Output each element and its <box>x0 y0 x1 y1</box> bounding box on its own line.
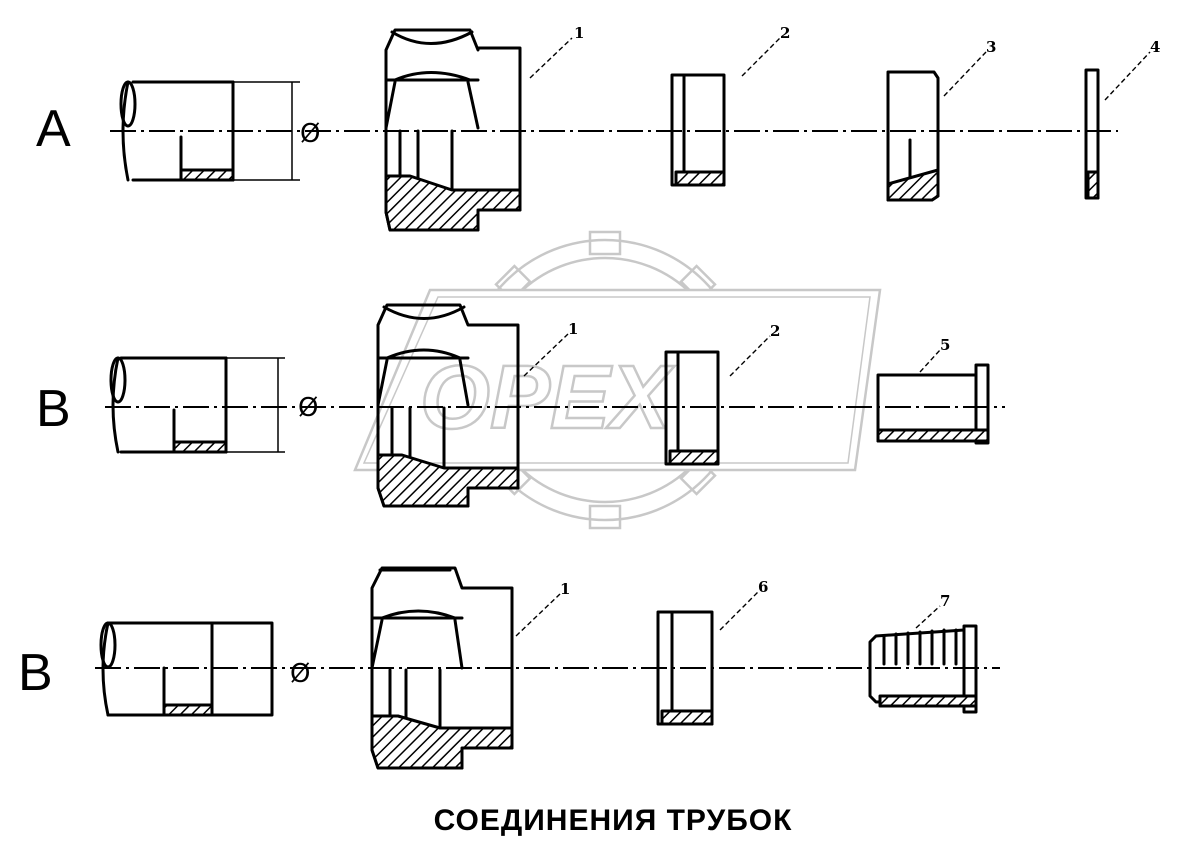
row-c: B Ø <box>18 566 1000 770</box>
callout-label: 5 <box>940 336 950 354</box>
row-letter: B <box>36 380 71 438</box>
part-4 <box>1084 68 1100 200</box>
union-nut <box>384 28 522 232</box>
part-5 <box>876 363 990 445</box>
watermark-text: ОРЕХ <box>420 348 675 448</box>
diameter-symbol: Ø <box>300 119 320 149</box>
tube <box>109 356 285 454</box>
callout-label: 4 <box>1150 38 1160 56</box>
drawing-caption: СОЕДИНЕНИЯ ТРУБОК <box>434 804 793 837</box>
union-nut <box>376 303 520 508</box>
row-letter: A <box>36 100 71 158</box>
row-b: B Ø <box>36 303 1005 508</box>
diameter-symbol: Ø <box>290 659 310 689</box>
watermark-frame <box>353 288 882 472</box>
callout-label: 1 <box>568 320 578 338</box>
callout-label: 1 <box>560 580 570 598</box>
callout-label: 6 <box>758 578 768 596</box>
part-3 <box>886 70 940 202</box>
union-nut <box>370 566 514 770</box>
callout-label: 7 <box>940 592 950 610</box>
row-letter: B <box>18 644 53 702</box>
callout-label: 3 <box>986 38 996 56</box>
row-a: A Ø <box>36 24 1160 232</box>
callout-label: 1 <box>574 24 584 42</box>
callout-label: 2 <box>780 24 790 42</box>
watermark-logo: ОРЕХ <box>353 230 882 530</box>
callout-label: 2 <box>770 322 780 340</box>
